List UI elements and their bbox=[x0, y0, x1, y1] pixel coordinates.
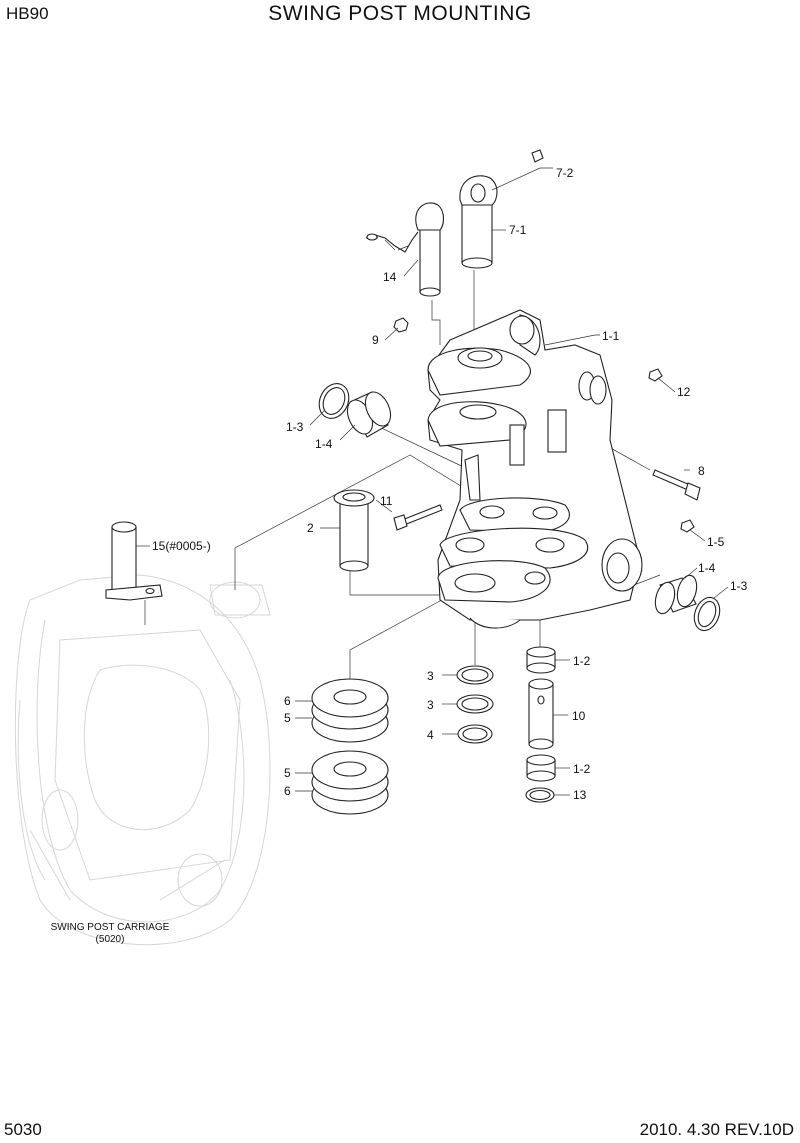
carriage-reference-name: SWING POST CARRIAGE bbox=[50, 922, 170, 933]
callout-1-3-right: 1-3 bbox=[730, 579, 748, 593]
washer-stack-upper bbox=[311, 678, 389, 743]
grease-nipple-7-2 bbox=[531, 149, 544, 163]
carriage-reference: SWING POST CARRIAGE (5020) bbox=[36, 922, 184, 946]
swing-post-bracket bbox=[427, 309, 643, 629]
snap-ring-13 bbox=[525, 787, 555, 803]
bushing-1-2-upper bbox=[526, 646, 556, 674]
grease-nipple-1-5 bbox=[680, 519, 695, 533]
callout-14: 14 bbox=[383, 270, 397, 284]
callout-7-1: 7-1 bbox=[509, 223, 527, 237]
page-title: SWING POST MOUNTING bbox=[268, 2, 532, 25]
callout-10: 10 bbox=[572, 709, 586, 723]
pin-10 bbox=[528, 678, 554, 750]
callout-1-4-upper: 1-4 bbox=[315, 437, 333, 451]
revision-date: 2010. 4.30 REV.10D bbox=[639, 1120, 794, 1139]
callout-12: 12 bbox=[677, 385, 691, 399]
grease-nipple-12 bbox=[648, 368, 663, 382]
callout-6-upper: 6 bbox=[284, 694, 291, 708]
callout-4: 4 bbox=[427, 728, 434, 742]
bolt-11 bbox=[393, 504, 443, 531]
callout-11: 11 bbox=[380, 494, 393, 508]
shim-3-lower bbox=[456, 694, 494, 714]
snap-ring-1-3-upper bbox=[318, 383, 350, 419]
flanged-bushing-2 bbox=[333, 489, 375, 572]
bushing-1-4-right bbox=[654, 574, 698, 615]
snap-ring-1-3-right bbox=[693, 596, 721, 632]
post-15 bbox=[105, 521, 163, 601]
callout-1-2-upper: 1-2 bbox=[573, 654, 591, 668]
callout-15: 15(#0005-) bbox=[152, 539, 211, 553]
carriage-reference-code: (5020) bbox=[95, 934, 125, 945]
pin-7-1 bbox=[459, 175, 498, 269]
callout-5-lower: 5 bbox=[284, 766, 291, 780]
page-number: 5030 bbox=[4, 1120, 42, 1139]
callout-2: 2 bbox=[307, 521, 314, 535]
callout-1-4-right: 1-4 bbox=[698, 561, 716, 575]
callout-1-2-lower: 1-2 bbox=[573, 762, 591, 776]
callout-3-upper: 3 bbox=[427, 669, 434, 683]
washer-stack-lower bbox=[311, 750, 389, 815]
callout-6-lower: 6 bbox=[284, 784, 291, 798]
swing-post-carriage-ghost bbox=[14, 574, 271, 946]
callout-5-upper: 5 bbox=[284, 711, 291, 725]
bushing-1-2-lower bbox=[526, 754, 556, 782]
callout-8: 8 bbox=[698, 464, 705, 478]
snap-ring-4 bbox=[457, 724, 493, 744]
callout-1-5: 1-5 bbox=[707, 535, 725, 549]
callout-1-1: 1-1 bbox=[602, 329, 620, 343]
callout-7-2: 7-2 bbox=[556, 166, 574, 180]
bushing-1-4-upper bbox=[346, 391, 392, 438]
callout-9: 9 bbox=[372, 333, 379, 347]
callout-13: 13 bbox=[573, 788, 587, 802]
shim-3-upper bbox=[456, 665, 494, 685]
lock-pin-14 bbox=[365, 202, 445, 297]
callout-1-3-upper: 1-3 bbox=[286, 420, 304, 434]
model-code: HB90 bbox=[6, 4, 49, 23]
callout-3-lower: 3 bbox=[427, 698, 434, 712]
bolt-8 bbox=[652, 469, 701, 501]
